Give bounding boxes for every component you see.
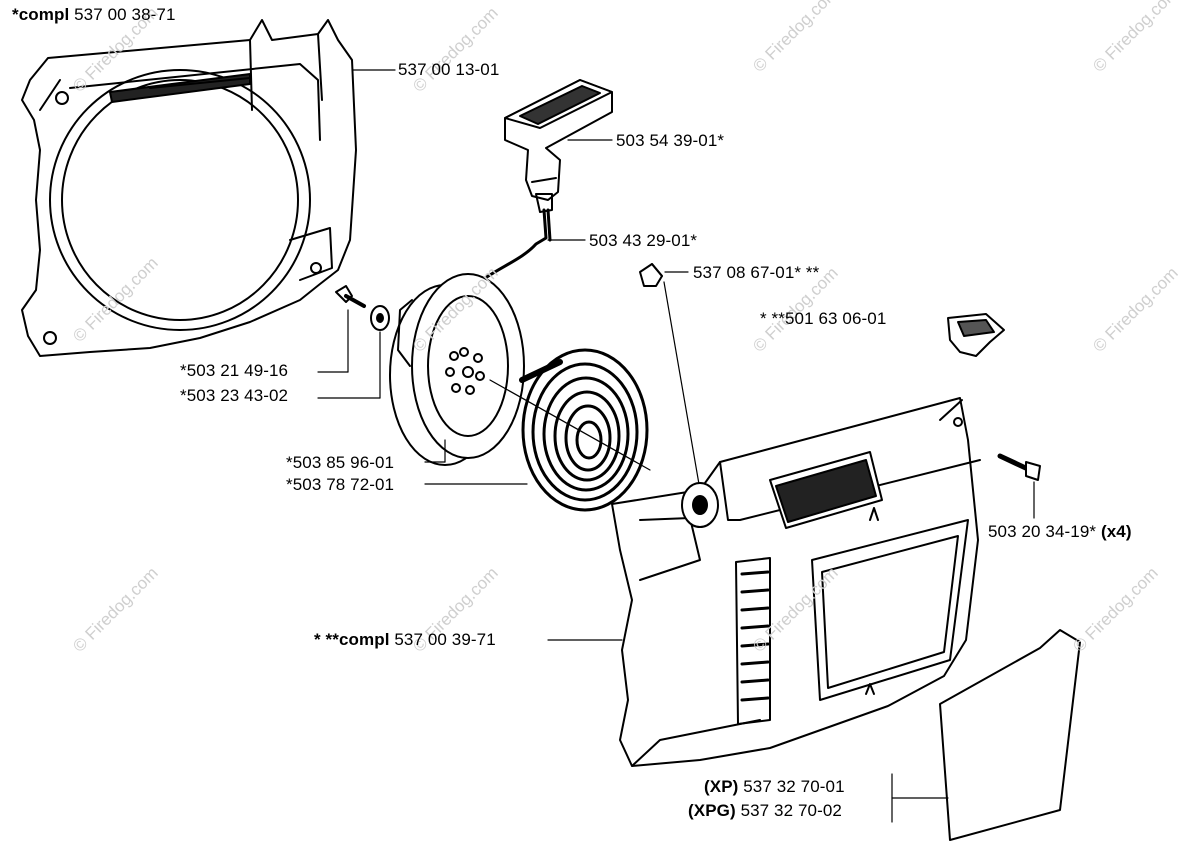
small-screw-part [335, 285, 366, 308]
label-part-number: 503 54 39-01* [616, 131, 725, 150]
part-label-503-78-72-01: *503 78 72-01 [286, 475, 394, 495]
label-prefix: * **compl [314, 630, 390, 649]
label-part-number: 503 20 34-19* [988, 522, 1097, 541]
grommet-part [947, 313, 1005, 357]
bushing-part [639, 263, 663, 287]
label-part-number: *503 21 49-16 [180, 361, 289, 380]
label-prefix: (XPG) [688, 801, 736, 820]
label-part-number: 537 08 67-01* ** [693, 263, 820, 282]
label-suffix: (x4) [1100, 522, 1132, 541]
label-part-number: 537 32 70-01 [743, 777, 845, 796]
starter-handle-part [504, 79, 613, 213]
part-label-537-32-70-01: (XP) 537 32 70-01 [704, 777, 845, 797]
label-part-number: *503 23 43-02 [180, 386, 289, 405]
label-part-number: 537 00 13-01 [398, 60, 500, 79]
label-prefix: *compl [12, 5, 70, 24]
label-part-number: * **501 63 06-01 [760, 309, 887, 328]
decal-part [939, 629, 1081, 841]
part-label-501-63-06-01: * **501 63 06-01 [760, 309, 886, 329]
starter-cover-part [611, 397, 981, 767]
part-label-503-54-39-01: 503 54 39-01* [616, 131, 724, 151]
part-label-compl-537-00-39-71: * **compl 537 00 39-71 [314, 630, 496, 650]
fan-housing-part [21, 19, 357, 357]
label-part-number: 537 32 70-02 [740, 801, 842, 820]
label-part-number: *503 85 96-01 [286, 453, 395, 472]
part-label-537-32-70-02: (XPG) 537 32 70-02 [688, 801, 842, 821]
label-part-number: 503 43 29-01* [589, 231, 698, 250]
part-label-503-43-29-01: 503 43 29-01* [589, 231, 697, 251]
label-part-number: *503 78 72-01 [286, 475, 395, 494]
label-prefix: (XP) [704, 777, 739, 796]
label-part-number: 537 00 39-71 [394, 630, 496, 649]
part-label-compl-537-00-38-71: *compl 537 00 38-71 [12, 5, 176, 25]
part-label-503-20-34-19: 503 20 34-19* (x4) [988, 522, 1132, 542]
recoil-spring-part [519, 348, 649, 512]
starter-pulley-part [389, 273, 525, 466]
part-label-537-00-13-01: 537 00 13-01 [398, 60, 499, 80]
cover-screw-part [997, 453, 1041, 481]
label-part-number: 537 00 38-71 [74, 5, 176, 24]
part-label-503-21-49-16: *503 21 49-16 [180, 361, 288, 381]
part-label-503-23-43-02: *503 23 43-02 [180, 386, 288, 406]
washer-part [370, 305, 390, 331]
part-label-503-85-96-01: *503 85 96-01 [286, 453, 394, 473]
part-label-537-08-67-01: 537 08 67-01* ** [693, 263, 819, 283]
